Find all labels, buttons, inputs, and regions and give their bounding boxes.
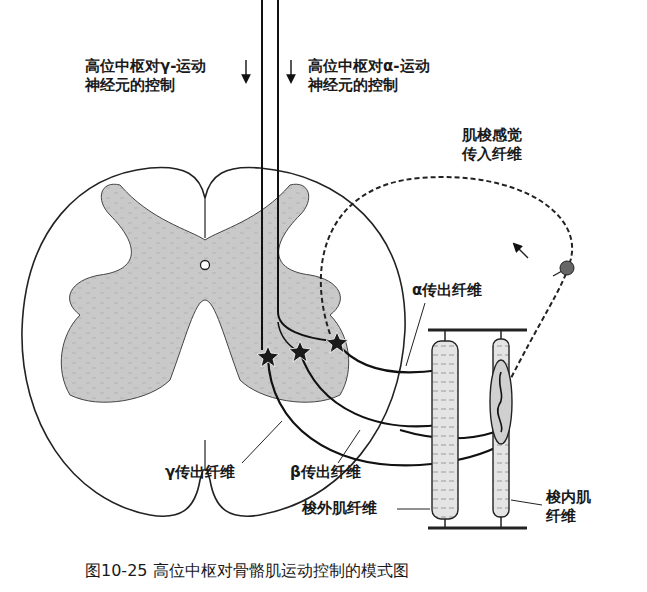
figure-caption: 图10-25 高位中枢对骨骼肌运动控制的模式图 (85, 561, 409, 582)
fiber-label: 肌梭感觉传入纤维 (462, 126, 525, 164)
descending-arrow (245, 60, 246, 82)
leader-line (406, 303, 425, 366)
extrafusal-fiber (432, 341, 458, 519)
dorsal-root-ganglion (560, 261, 574, 275)
muscle-label: 梭内肌纤维 (546, 488, 594, 526)
fiber-label: β传出纤维 (290, 463, 361, 482)
descending-arrow (290, 60, 291, 82)
beta-efferent-fiber (300, 352, 440, 426)
leader-line (511, 500, 542, 505)
spinal-cord-outline (22, 167, 405, 516)
gamma-motor-neuron (257, 346, 279, 367)
dorsal-sulcus (204, 198, 205, 238)
annulospiral-ending (498, 372, 502, 432)
fiber-attachment (500, 516, 502, 528)
leader-line (397, 509, 430, 510)
leader-line (242, 421, 282, 463)
pathway-label: 高位中枢对γ-运动神经元的控制 (85, 57, 209, 95)
fiber-label: γ传出纤维 (165, 463, 235, 482)
fiber-attachment (444, 330, 446, 342)
gray-matter (61, 184, 348, 402)
leader-line (338, 430, 360, 463)
afferent-direction-arrow (514, 244, 528, 258)
muscle-label: 梭外肌纤维 (302, 499, 377, 518)
beta-motor-neuron (289, 341, 311, 362)
spindle-capsule (490, 360, 512, 444)
alpha-descending-tract (278, 0, 332, 341)
alpha-descending-branch (278, 322, 296, 350)
fiber-label: α传出纤维 (412, 281, 482, 300)
alpha-efferent-fiber (337, 343, 440, 372)
pathway-label: 高位中枢对α-运动神经元的控制 (308, 57, 432, 95)
tendon-bar (428, 329, 527, 332)
tendon-bar (428, 527, 527, 530)
central-canal (201, 261, 210, 270)
gamma-efferent-fiber (268, 357, 495, 465)
gamma-descending-tract (261, 0, 263, 350)
alpha-motor-neuron (326, 332, 348, 353)
